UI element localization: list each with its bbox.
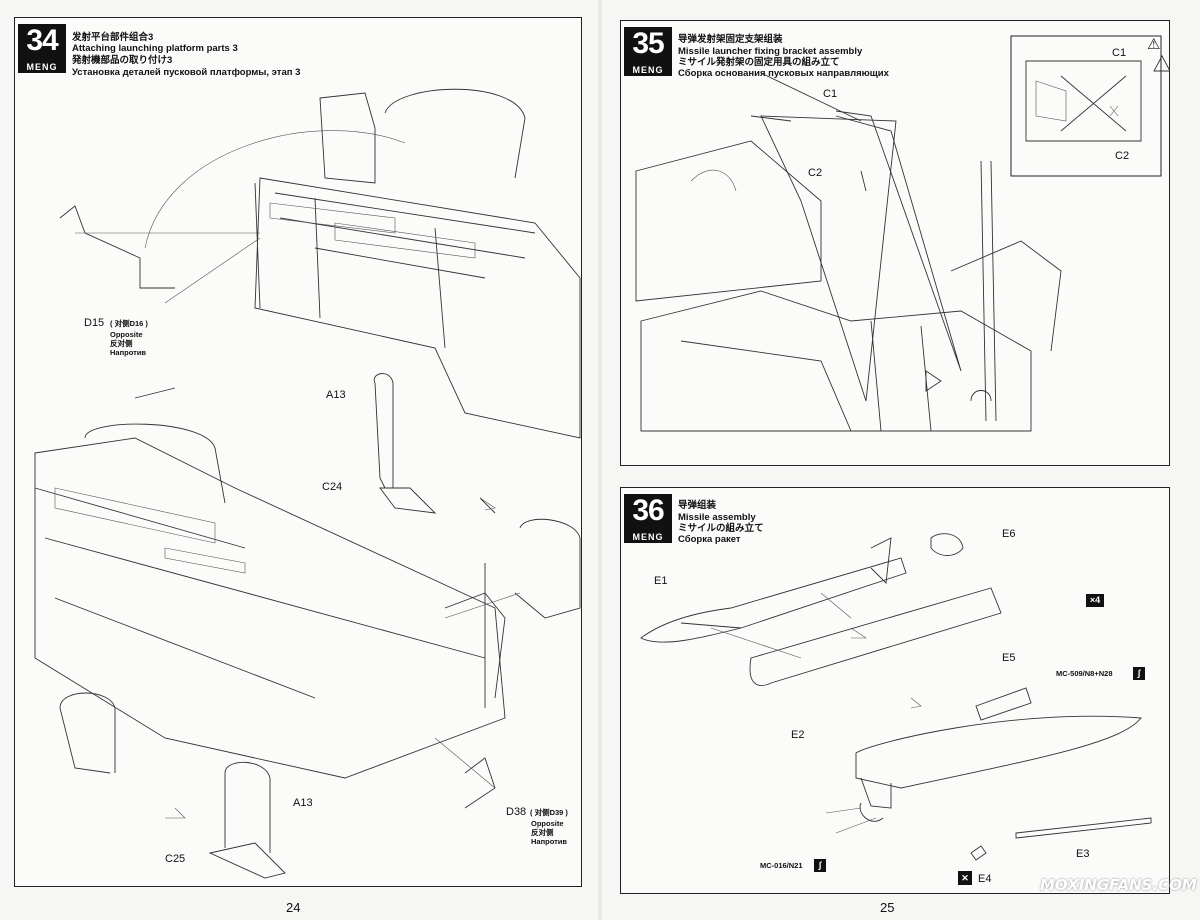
step-36-title-ru: Сборка ракет — [678, 534, 741, 545]
label-c1-inset: C1 — [1112, 47, 1127, 59]
step-35-title-ru: Сборка основания пусковых направляющих — [678, 68, 889, 79]
step-35-frame — [620, 20, 1170, 466]
label-opposite-2: Opposite — [531, 819, 564, 828]
step-34-title-en: Attaching launching platform parts 3 — [72, 43, 238, 54]
step-34-title-jp: 発射機部品の取り付け3 — [72, 55, 173, 66]
step-34-illustration — [34, 88, 581, 879]
step-34-title-cn: 发射平台部件组合3 — [72, 32, 154, 43]
paint-icon-1: ∫ — [1133, 667, 1145, 680]
warning-icon: ⚠ — [1147, 36, 1161, 53]
step-35-illustration — [635, 35, 1169, 432]
label-e1: E1 — [654, 575, 668, 587]
page-right: 35 MENG 导弹发射架固定支架组装 Missile launcher fix… — [602, 0, 1200, 920]
step-34-brand: MENG — [18, 62, 66, 73]
watermark: MOXINGFANS.COM — [1040, 876, 1197, 894]
label-opposite-1: Opposite — [110, 330, 143, 339]
step-35-title-en: Missile launcher fixing bracket assembly — [678, 46, 863, 57]
step-35-title-cn: 导弹发射架固定支架组装 — [678, 34, 783, 45]
step-36-title-en: Missile assembly — [678, 512, 756, 523]
label-c2-inset: C2 — [1115, 150, 1130, 162]
label-a13-top: A13 — [326, 389, 346, 401]
label-opposite-cn-2: 反对侧 — [531, 828, 554, 837]
quantity-badge: ×4 — [1086, 594, 1104, 607]
step-36-frame — [620, 487, 1170, 894]
paint-icon-2: ∫ — [814, 859, 826, 872]
step-36-number: 36 — [624, 494, 672, 532]
cut-icon: ✕ — [958, 871, 972, 885]
label-e2: E2 — [791, 729, 805, 741]
label-e5: E5 — [1002, 652, 1016, 664]
step-36-brand: MENG — [624, 532, 672, 543]
step-34-number: 34 — [18, 24, 66, 62]
step-35-title-jp: ミサイル発射架の固定用具の組み立て — [678, 57, 840, 68]
step-34-frame — [14, 17, 582, 887]
step-36-title-jp: ミサイルの組み立て — [678, 523, 764, 534]
step-35-brand: MENG — [624, 65, 672, 76]
page-left: 34 MENG 发射平台部件组合3 Attaching launching pl… — [0, 0, 598, 920]
label-d16-note: ( 对侧D16 ) — [110, 319, 148, 328]
label-c1-main: C1 — [823, 88, 838, 100]
step-36-title-cn: 导弹组装 — [678, 500, 717, 511]
label-e4: E4 — [978, 873, 992, 885]
paint-code-2: MC-016/N21 — [760, 861, 803, 870]
label-opposite-ru-1: Напротив — [110, 348, 146, 357]
label-a13-bottom: A13 — [293, 797, 313, 809]
step-35-number: 35 — [624, 27, 672, 65]
page-number-right: 25 — [880, 900, 895, 915]
label-d38: D38 — [506, 806, 527, 818]
label-d39-note: ( 对侧D39 ) — [530, 808, 568, 817]
label-opposite-ru-2: Напротив — [531, 837, 567, 846]
label-c24: C24 — [322, 481, 343, 493]
paint-code-1: MC-509/N8+N28 — [1056, 669, 1113, 678]
label-c25: C25 — [165, 853, 186, 865]
label-e6: E6 — [1002, 528, 1016, 540]
label-e3: E3 — [1076, 848, 1090, 860]
label-c2-main: C2 — [808, 167, 823, 179]
page-number-left: 24 — [286, 900, 301, 915]
step-36-illustration — [640, 533, 1152, 861]
step-34-title-ru: Установка деталей пусковой платформы, эт… — [72, 67, 301, 78]
label-opposite-cn-1: 反对侧 — [110, 339, 133, 348]
label-d15: D15 — [84, 317, 105, 329]
